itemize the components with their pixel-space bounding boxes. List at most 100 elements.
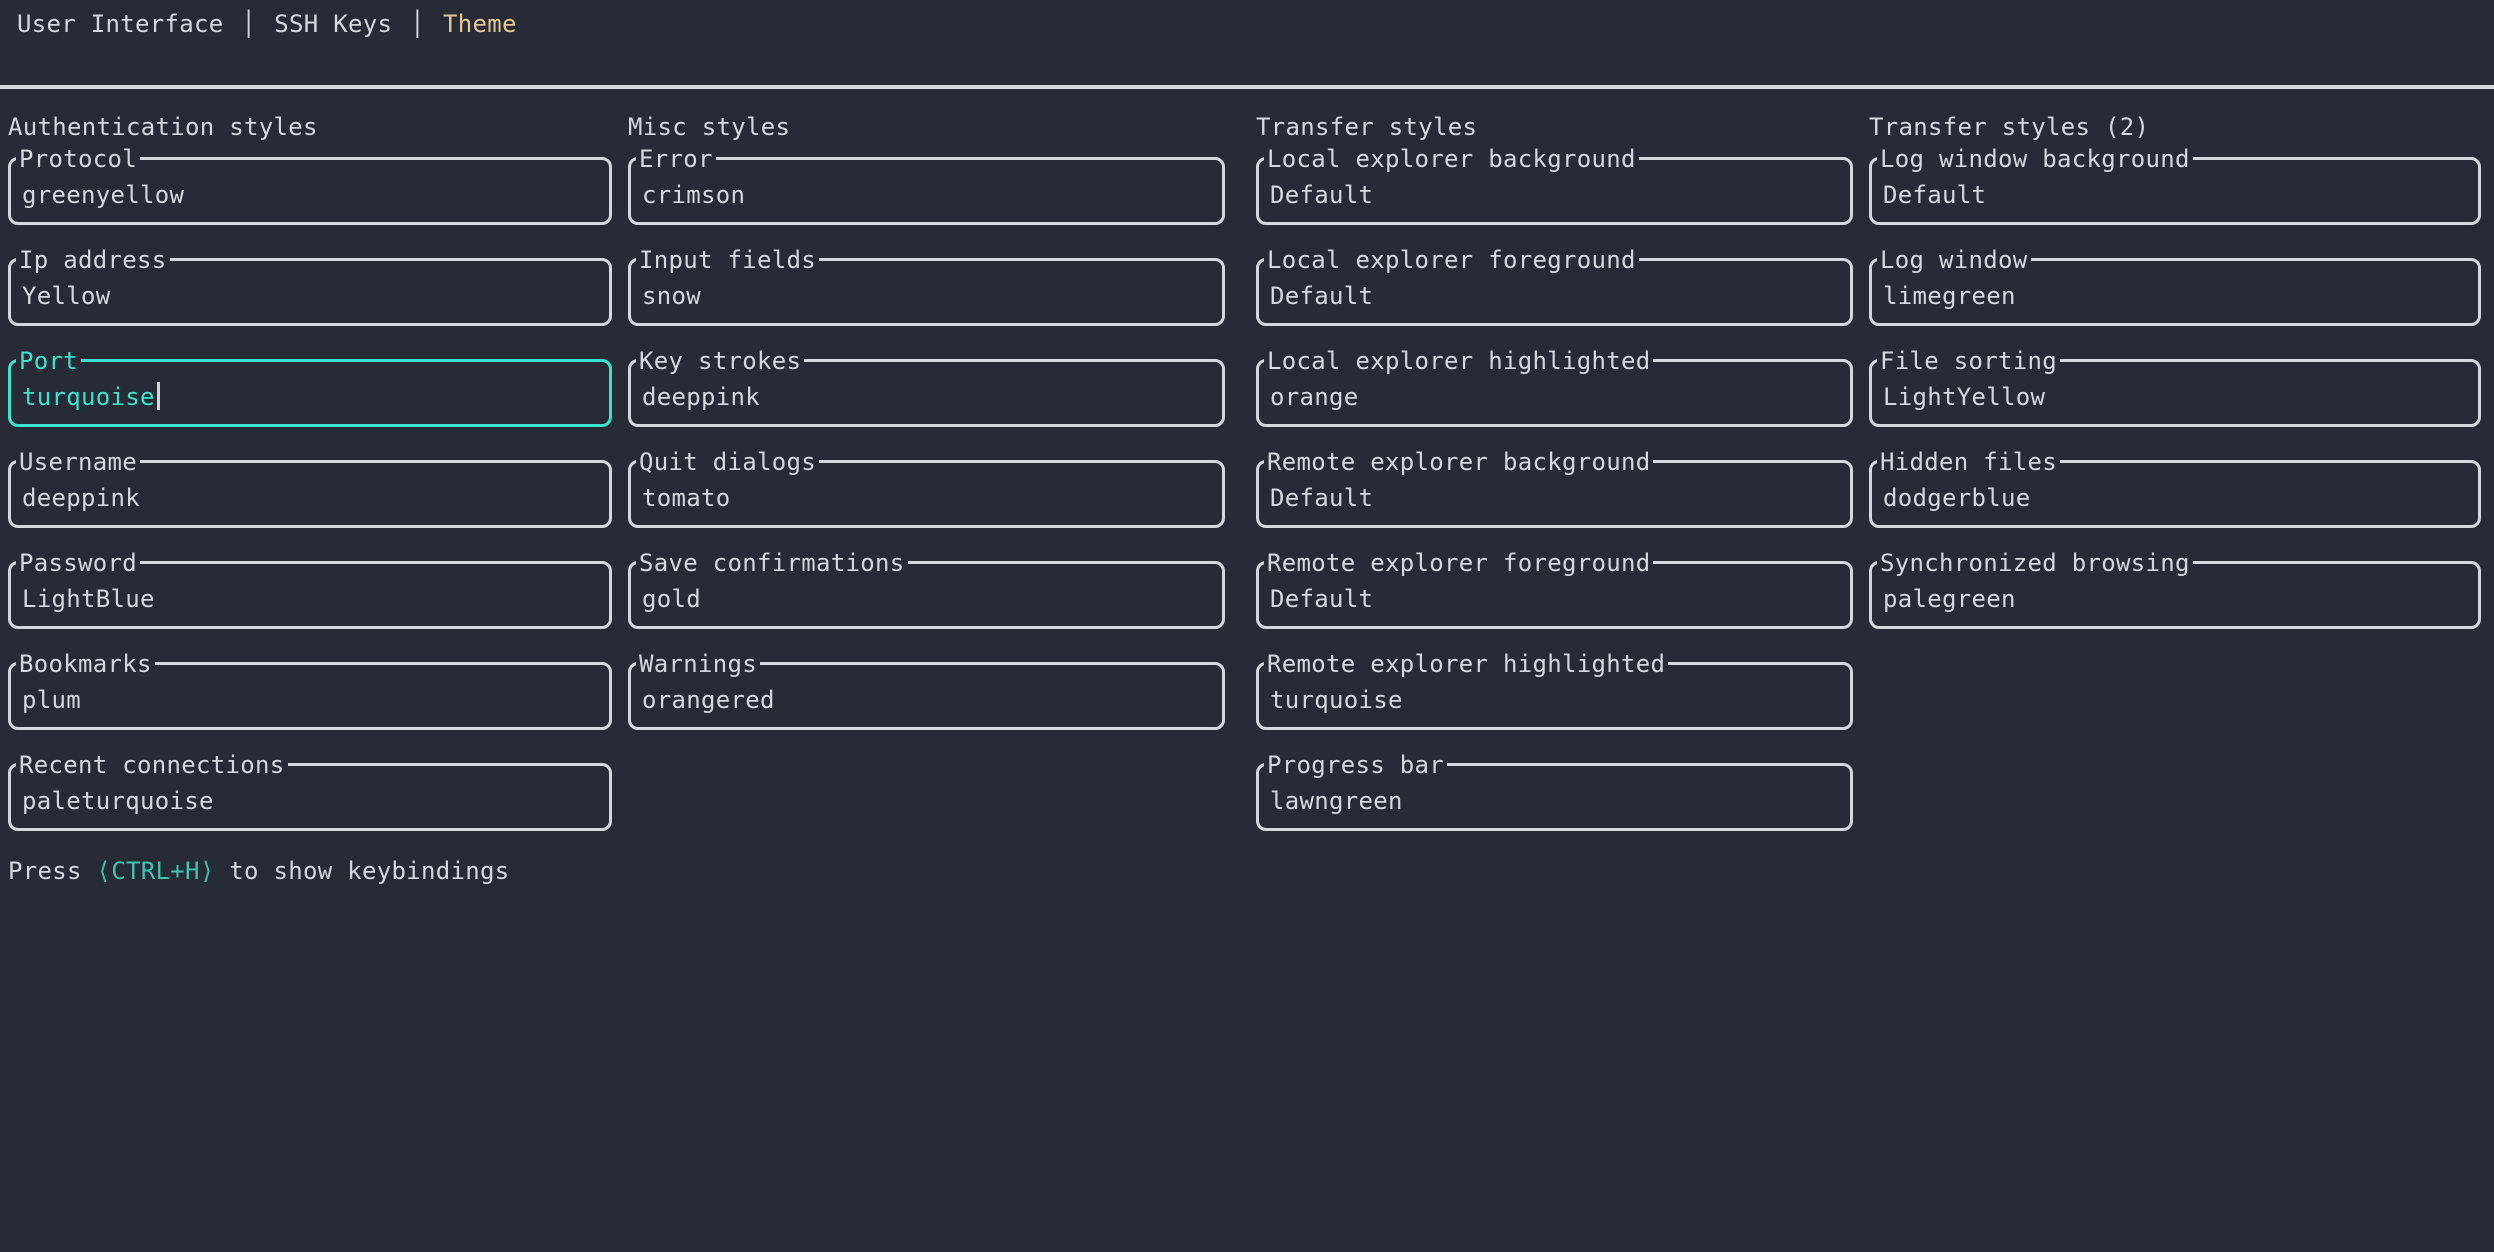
field-label: Ip address [16,245,170,275]
field-warnings[interactable]: Warnings orangered [628,649,1225,730]
field-label: Port [16,346,81,376]
field-key-strokes[interactable]: Key strokes deeppink [628,346,1225,427]
field-value: crimson [642,180,745,210]
tab-separator: │ [410,10,425,38]
field-value-text: Default [1270,282,1374,310]
field-value-text: snow [642,282,701,310]
field-value-text: plum [22,686,81,714]
field-value-text: tomato [642,484,731,512]
field-label: Warnings [636,649,760,679]
field-label: Key strokes [636,346,805,376]
field-label: File sorting [1877,346,2060,376]
field-label: Protocol [16,144,140,174]
field-label: Progress bar [1264,750,1447,780]
field-label: Bookmarks [16,649,155,679]
field-value-text: LightBlue [22,585,155,613]
field-label: Remote explorer highlighted [1264,649,1669,679]
help-keybinding: ⟨CTRL+H⟩ [96,857,215,885]
field-label: Error [636,144,716,174]
field-value-text: lawngreen [1270,787,1403,815]
field-value-text: Default [1270,181,1374,209]
field-value: Default [1270,281,1373,311]
field-label: Local explorer foreground [1264,245,1639,275]
field-label: Password [16,548,140,578]
field-value-text: deeppink [642,383,760,411]
field-value: orange [1270,382,1359,412]
field-value-text: orangered [642,686,775,714]
field-label: Local explorer background [1264,144,1639,174]
field-value-text: Yellow [22,282,111,310]
field-value: LightYellow [1883,382,2045,412]
field-value-text: orange [1270,383,1359,411]
field-protocol[interactable]: Protocol greenyellow [8,144,612,225]
tab-ssh-keys[interactable]: SSH Keys [274,10,393,38]
column-header: Authentication styles [8,113,318,141]
field-port[interactable]: Port turquoise [8,346,612,427]
field-value: Default [1883,180,1986,210]
field-value-text: palegreen [1883,585,2016,613]
field-hidden-files[interactable]: Hidden files dodgerblue [1869,447,2481,528]
field-value-text: turquoise [1270,686,1403,714]
field-label: Input fields [636,245,819,275]
column-transfer-styles-2: Transfer styles (2) Log window background… [1869,112,2481,662]
field-label: Hidden files [1877,447,2060,477]
column-header: Transfer styles [1256,113,1478,141]
field-progress-bar[interactable]: Progress bar lawngreen [1256,750,1853,831]
field-value: deeppink [22,483,140,513]
field-label: Synchronized browsing [1877,548,2193,578]
field-value-text: dodgerblue [1883,484,2031,512]
field-value: Default [1270,180,1373,210]
field-value: lawngreen [1270,786,1403,816]
field-label: Recent connections [16,750,288,780]
field-value: plum [22,685,81,715]
field-label: Log window background [1877,144,2193,174]
field-save-confirmations[interactable]: Save confirmations gold [628,548,1225,629]
column-header: Transfer styles (2) [1869,113,2150,141]
field-value: dodgerblue [1883,483,2031,513]
field-label: Save confirmations [636,548,908,578]
field-value: orangered [642,685,775,715]
field-value: Default [1270,584,1373,614]
field-username[interactable]: Username deeppink [8,447,612,528]
help-prefix: Press [8,857,97,885]
field-value-text: paleturquoise [22,787,214,815]
field-value: palegreen [1883,584,2016,614]
field-label: Username [16,447,140,477]
field-synchronized-browsing[interactable]: Synchronized browsing palegreen [1869,548,2481,629]
field-value-text: greenyellow [22,181,185,209]
field-error[interactable]: Error crimson [628,144,1225,225]
field-value-text: LightYellow [1883,383,2046,411]
field-value: snow [642,281,701,311]
tab-separator: │ [241,10,257,38]
field-value-text: crimson [642,181,746,209]
field-recent-connections[interactable]: Recent connections paleturquoise [8,750,612,831]
tab-user-interface[interactable]: User Interface [17,10,224,38]
field-value: turquoise [22,382,160,412]
field-value-text: Default [1270,484,1374,512]
field-value-text: gold [642,585,701,613]
tab-theme[interactable]: Theme [443,10,517,38]
field-value: paleturquoise [22,786,214,816]
field-value: Default [1270,483,1373,513]
field-bookmarks[interactable]: Bookmarks plum [8,649,612,730]
field-input-fields[interactable]: Input fields snow [628,245,1225,326]
field-remote-explorer-highlighted[interactable]: Remote explorer highlighted turquoise [1256,649,1853,730]
field-value: Yellow [22,281,111,311]
text-cursor [156,382,160,410]
field-value-text: Default [1270,585,1374,613]
